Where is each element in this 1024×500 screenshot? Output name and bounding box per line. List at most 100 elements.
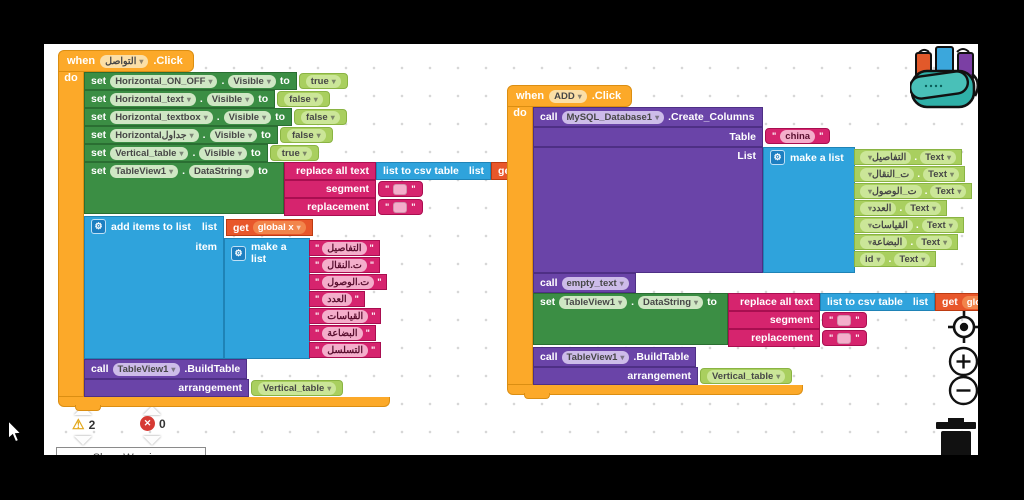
property-dropdown[interactable]: Visible	[223, 110, 272, 124]
when-click-header[interactable]: when ADD .Click	[507, 85, 633, 107]
set-datastring-block[interactable]: set TableView1 . DataString to replace a…	[533, 293, 978, 347]
zoom-in-button[interactable]	[948, 346, 978, 382]
when-click-header[interactable]: when التواصل .Click	[58, 50, 194, 72]
make-a-list-block[interactable]: ⚙ make a list التفاصيل ت.النقال ت.الوصول…	[224, 238, 388, 359]
property-getter-block[interactable]: ت_النقال . Text	[854, 166, 966, 182]
error-count-indicator[interactable]: ✕ 0	[140, 416, 166, 431]
component-dropdown[interactable]: Vertical_table	[258, 381, 337, 395]
show-warnings-button[interactable]: Show Warnings	[56, 447, 206, 455]
component-dropdown[interactable]: TableView1	[110, 165, 179, 178]
logic-value-block[interactable]: true	[298, 73, 348, 89]
empty-text-string-block[interactable]	[378, 199, 423, 215]
property-getter-block[interactable]: التفاصيل . Text	[854, 149, 963, 165]
mutator-gear-icon[interactable]: ⚙	[770, 150, 785, 165]
text-string-block[interactable]: ت.النقال	[309, 257, 381, 273]
component-dropdown[interactable]: TableView1	[559, 296, 628, 309]
component-value-block[interactable]: Vertical_table	[700, 368, 793, 384]
property-getter-block[interactable]: ت_الوصول . Text	[854, 183, 973, 199]
empty-text-string-block[interactable]	[378, 181, 423, 197]
method-label: .Create_Columns	[668, 111, 755, 123]
event-component-dropdown[interactable]: ADD	[549, 89, 587, 103]
warning-count-indicator[interactable]: ⚠ 2	[72, 416, 96, 432]
click-suffix: .Click	[591, 90, 622, 102]
trash-can[interactable]	[928, 418, 978, 455]
empty-text-string-block[interactable]	[822, 330, 867, 346]
text-string-block[interactable]: العدد	[309, 291, 365, 307]
property-dropdown[interactable]: Visible	[206, 92, 255, 106]
error-nav-up-arrow[interactable]	[143, 406, 161, 415]
set-visible-block[interactable]: set Vertical_table . Visible to true	[84, 144, 319, 162]
set-visible-block[interactable]: set Horizontal_textbox . Visible to fals…	[84, 108, 347, 126]
property-dropdown[interactable]: Visible	[199, 146, 247, 160]
event-block-bottom	[507, 385, 803, 399]
property-dropdown[interactable]: Visible	[228, 74, 276, 88]
property-dropdown[interactable]: Visible	[209, 128, 258, 142]
zoom-out-button[interactable]	[948, 375, 978, 411]
error-nav-down-arrow[interactable]	[143, 436, 161, 445]
text-string-block[interactable]: التفاصيل	[309, 240, 380, 256]
property-dropdown[interactable]: DataString	[189, 165, 255, 178]
text-string-block[interactable]: ت.الوصول	[309, 274, 388, 290]
component-dropdown[interactable]: MySQL_Database1	[561, 110, 665, 124]
when-label: when	[67, 55, 96, 67]
call-buildtable-block[interactable]: call TableView1 .BuildTable arrangement …	[533, 347, 793, 385]
property-getter-block[interactable]: البضاعة . Text	[854, 234, 959, 250]
when-event-block-right[interactable]: when ADD .Click do call MySQL_Database1 …	[507, 85, 978, 399]
logic-value-dropdown[interactable]: true	[305, 74, 341, 88]
mutator-gear-icon[interactable]: ⚙	[231, 245, 246, 261]
event-component-dropdown[interactable]: التواصل	[100, 54, 149, 68]
component-dropdown[interactable]: Horizontal_text	[110, 92, 196, 106]
set-visible-block[interactable]: set Horizontal_text . Visible to false	[84, 90, 330, 108]
component-dropdown[interactable]: Vertical_table	[707, 369, 786, 383]
blocks-workspace[interactable]: when التواصل .Click do set Horizontal_ON…	[44, 44, 978, 455]
component-dropdown[interactable]: TableView1	[561, 350, 630, 364]
variable-dropdown[interactable]: global x	[961, 295, 978, 309]
call-empty-text-block[interactable]: call empty_text	[533, 273, 636, 293]
plus-icon	[948, 346, 978, 377]
property-dropdown[interactable]: DataString	[638, 296, 704, 309]
procedure-dropdown[interactable]: empty_text	[561, 276, 629, 290]
when-label: when	[516, 90, 545, 102]
component-dropdown[interactable]: Horizontal_textbox	[110, 110, 213, 124]
make-a-list-block[interactable]: ⚙ make a list التفاصيل . Text ت	[763, 147, 973, 273]
list-to-csv-table-block[interactable]: list to csv table list	[820, 293, 936, 311]
property-getter-block[interactable]: القياسات . Text	[854, 217, 964, 233]
text-string-block[interactable]: القياسات	[309, 308, 382, 324]
component-dropdown[interactable]: Horizontal_ON_OFF	[110, 74, 218, 88]
component-dropdown[interactable]: التفاصيل	[860, 150, 912, 164]
text-string-block[interactable]: التسلسل	[309, 342, 382, 358]
table-name-string-block[interactable]: china	[765, 128, 831, 144]
call-buildtable-block[interactable]: call TableView1 .BuildTable arrangement …	[84, 359, 344, 397]
component-value-block[interactable]: Vertical_table	[251, 380, 344, 396]
backpack-icon	[908, 46, 978, 109]
set-visible-block[interactable]: set Horizontalجداول . Visible to false	[84, 126, 333, 144]
logic-value-block[interactable]: false	[279, 127, 333, 143]
add-items-to-list-block[interactable]: ⚙ add items to list list item get global…	[84, 216, 388, 359]
do-slot-bar: do	[58, 72, 84, 397]
get-global-x-block[interactable]: get global x	[226, 219, 313, 236]
text-string-block[interactable]: البضاعة	[309, 325, 376, 341]
logic-value-block[interactable]: true	[269, 145, 319, 161]
set-visible-block[interactable]: set Horizontal_ON_OFF . Visible to true	[84, 72, 348, 90]
call-create-columns-block[interactable]: call MySQL_Database1 .Create_Columns Tab…	[533, 107, 973, 273]
component-dropdown[interactable]: Horizontalجداول	[110, 128, 199, 142]
property-getter-block[interactable]: id . Text	[854, 251, 937, 267]
get-variable-block[interactable]: get global x	[935, 293, 978, 311]
variable-dropdown[interactable]: global x	[252, 221, 306, 234]
empty-text-string-block[interactable]	[822, 312, 867, 328]
property-getter-block[interactable]: العدد . Text	[854, 200, 948, 216]
property-dropdown[interactable]: Text	[920, 150, 957, 164]
component-dropdown[interactable]: Vertical_table	[110, 146, 189, 160]
replace-all-text-block[interactable]: replace all text list to csv table list …	[728, 293, 978, 347]
list-to-csv-table-block[interactable]: list to csv table list	[376, 162, 492, 180]
do-label: do	[64, 72, 78, 84]
center-workspace-button[interactable]	[947, 310, 978, 349]
component-dropdown[interactable]: TableView1	[112, 362, 181, 376]
set-datastring-block[interactable]: set TableView1 . DataString to replace a…	[84, 162, 578, 216]
backpack[interactable]	[908, 44, 978, 121]
when-event-block-left[interactable]: when التواصل .Click do set Horizontal_ON…	[58, 50, 578, 411]
mutator-gear-icon[interactable]: ⚙	[91, 219, 106, 234]
logic-value-block[interactable]: false	[277, 91, 330, 107]
warning-nav-down-arrow[interactable]	[74, 436, 92, 445]
logic-value-block[interactable]: false	[294, 109, 347, 125]
